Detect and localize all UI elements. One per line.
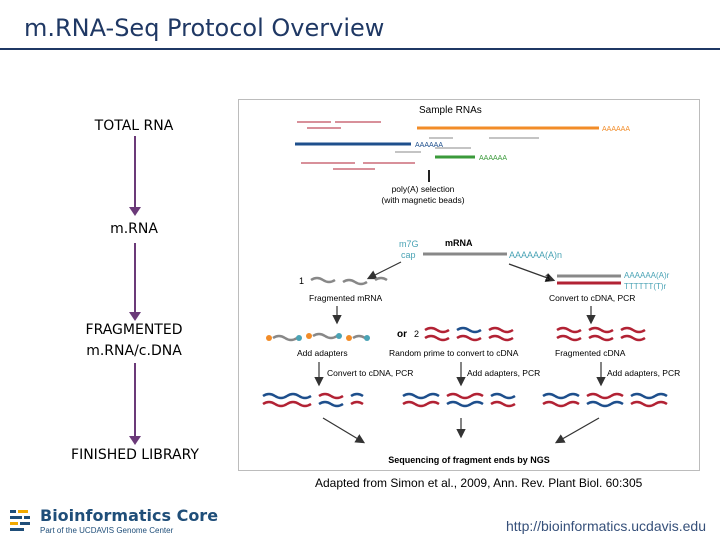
arrow-converge-left xyxy=(322,417,366,444)
fragmented-mrna-squiggle xyxy=(310,276,388,286)
polya-n-label: AAAAAA(A)n xyxy=(509,250,562,260)
flow-step-fragmented: FRAGMENTED m.RNA/c.DNA xyxy=(85,322,183,359)
adapter-fragments xyxy=(266,332,370,342)
flow-step-total-rna: TOTAL RNA xyxy=(94,118,174,134)
m7g-label: m7G xyxy=(399,239,419,249)
sample-rnas-label: Sample RNAs xyxy=(419,105,482,116)
polya-tail-orange: AAAAAA xyxy=(602,126,630,133)
logo-mark-icon xyxy=(10,510,30,531)
flow-arrow-2 xyxy=(129,243,141,321)
protocol-figure: Sample RNAs AAAAAA AAAAAA AAAAAA poly(A)… xyxy=(238,99,700,471)
fragmented-mrna-label: Fragmented mRNA xyxy=(309,293,383,303)
figure-caption: Adapted from Simon et al., 2009, Ann. Re… xyxy=(315,476,643,490)
cap-label: cap xyxy=(401,250,416,260)
convert-cdna-pcr-label-2: Convert to cDNA, PCR xyxy=(327,368,413,378)
convert-cdna-pcr-label: Convert to cDNA, PCR xyxy=(549,293,635,303)
step-3-label: 3 xyxy=(545,273,550,283)
fragmented-cdna-pairs xyxy=(556,326,646,342)
page-title: m.RNA-Seq Protocol Overview xyxy=(24,14,385,42)
polya-tail-green: AAAAAA xyxy=(479,155,507,162)
flow-arrow-3 xyxy=(129,363,141,445)
random-prime-label: Random prime to convert to cDNA xyxy=(389,348,519,358)
polya-tail-blue: AAAAAA xyxy=(415,142,443,149)
flow-arrow-1 xyxy=(129,136,141,216)
polya-r-label: AAAAAA(A)r xyxy=(624,271,670,280)
add-adapters-pcr-label: Add adapters, PCR xyxy=(467,368,540,378)
step-1-label: 1 xyxy=(299,276,304,286)
add-adapters-pcr-label-2: Add adapters, PCR xyxy=(607,368,680,378)
polya-selection-label: poly(A) selection xyxy=(392,184,455,194)
or-label: or xyxy=(397,329,407,340)
mrna-label: mRNA xyxy=(445,238,473,248)
title-divider xyxy=(0,48,720,50)
fragmented-cdna-label: Fragmented cDNA xyxy=(555,348,626,358)
arrow-to-path-3 xyxy=(508,263,556,283)
arrow-to-path-1 xyxy=(366,261,402,280)
arrow-converge-right xyxy=(554,417,600,444)
sequencing-label: Sequencing of fragment ends by NGS xyxy=(388,455,550,465)
step-2-label: 2 xyxy=(414,329,419,339)
sample-rna-lines xyxy=(295,121,599,170)
oligo-dt-label: TTTTTT(T)r xyxy=(624,282,667,291)
library-fragments xyxy=(262,392,668,408)
flow-step-finished: FINISHED LIBRARY xyxy=(71,447,199,463)
footer-url-link[interactable]: http://bioinformatics.ucdavis.edu xyxy=(506,518,706,534)
add-adapters-label: Add adapters xyxy=(297,348,348,358)
flow-step-mrna: m.RNA xyxy=(110,221,158,237)
bioinformatics-core-logo: Bioinformatics Core Part of the UCDAVIS … xyxy=(8,506,218,536)
magnetic-beads-label: (with magnetic beads) xyxy=(381,195,464,205)
logo-title: Bioinformatics Core xyxy=(40,506,219,525)
random-prime-pairs xyxy=(424,326,514,342)
logo-subtitle: Part of the UCDAVIS Genome Center xyxy=(40,526,174,535)
